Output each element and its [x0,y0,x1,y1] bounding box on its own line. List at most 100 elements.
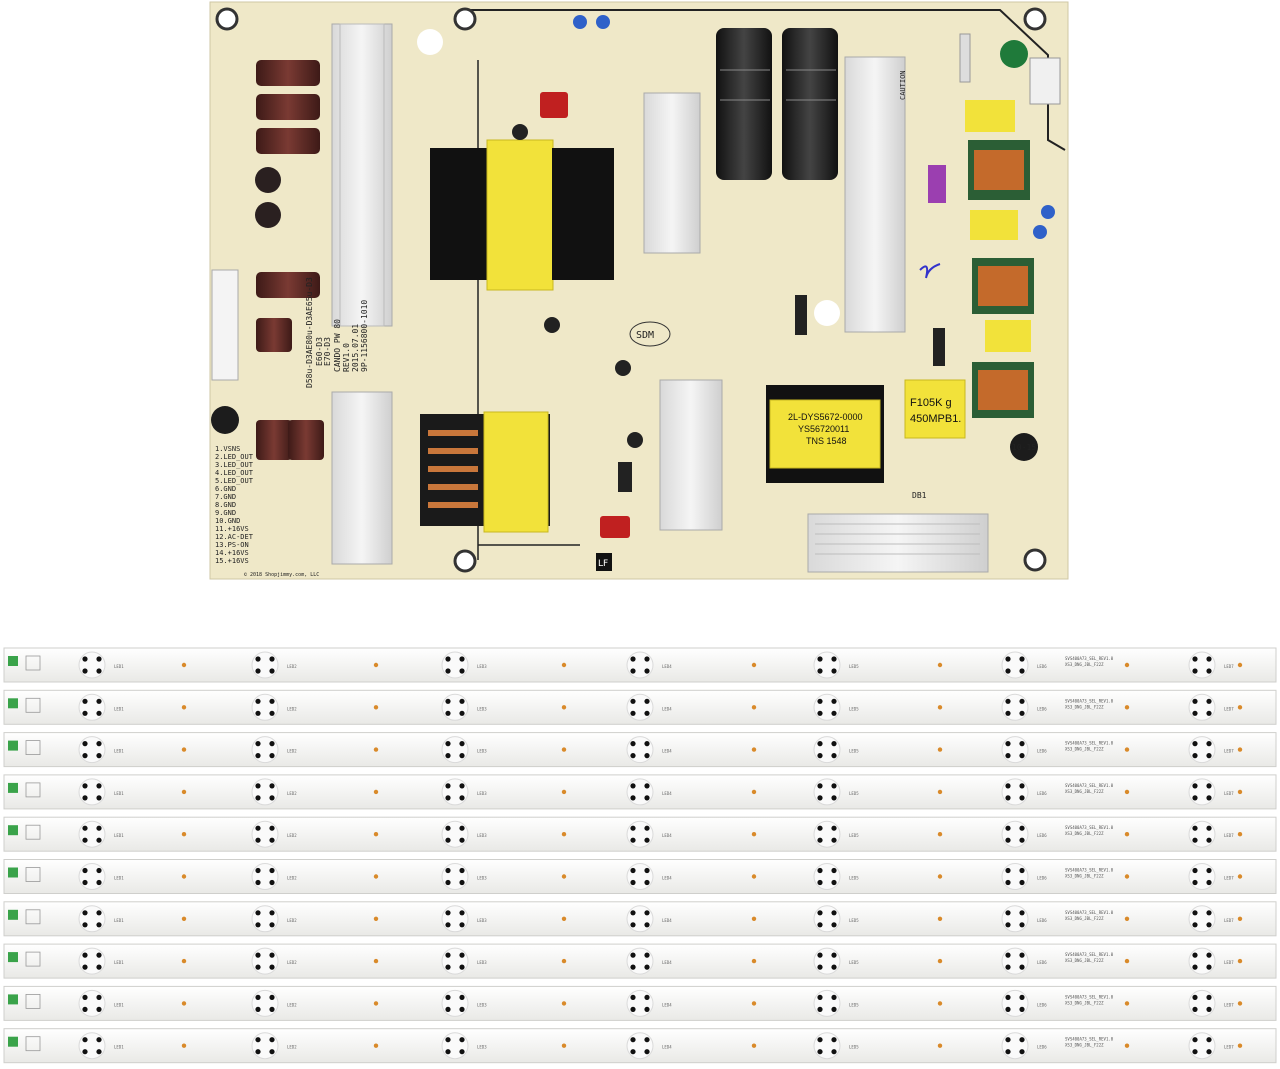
led-lens [251,820,279,848]
solder-pad [181,662,187,668]
transformer-sub-code: YS56720011 [798,424,849,434]
led-label: LED6 [1037,706,1047,711]
strip-part-code: SVS400A73_SEL_REV1.0 [1065,1037,1114,1042]
lf-text: LF [598,559,608,569]
led-lens [251,863,279,890]
strip-connector [8,698,18,709]
solder-pad [937,1001,943,1006]
transformer-lot: TNS 1548 [806,436,847,446]
solder-pad [181,916,187,921]
led-label: LED1 [114,791,124,796]
led-lens [813,651,841,679]
solder-pad [373,958,379,964]
led-lens [78,651,106,679]
led-lens [1001,863,1029,890]
ntc-label: 10-15 [1012,443,1036,452]
solder-pad [373,789,379,795]
strip-part-code-2: XS3_DNG_JBL_F22Z [1065,916,1104,921]
led-label: LED6 [1037,960,1047,965]
led-lens [626,947,654,975]
led-label: LED3 [477,1045,487,1050]
led-label: LED4 [662,918,672,923]
led-lens [813,1032,841,1060]
strip-part-code: SVS400A73_SEL_REV1.0 [1065,952,1114,957]
led-label: LED7 [1224,918,1234,923]
solder-pad [1124,874,1130,879]
led-lens [626,863,654,890]
strip-connector [8,825,18,836]
pin-label: 10.GND [215,517,240,525]
solder-pad [1237,958,1243,964]
strip-label-box [25,655,41,671]
led-lens [78,693,106,721]
solder-pad [561,662,567,668]
solder-pad [373,1043,379,1048]
led-label: LED7 [1224,833,1234,838]
led-label: LED6 [1037,918,1047,923]
board-model-code-small: E60-D3 [315,337,324,366]
solder-pad [1237,705,1243,710]
led-label: LED3 [477,876,487,881]
led-label: LED1 [114,706,124,711]
led-label: LED5 [849,664,859,669]
solder-pad [1124,747,1130,752]
marker-scribble [919,263,941,279]
led-lens [626,651,654,679]
led-label: LED1 [114,749,124,754]
strip-part-code: SVS400A73_SEL_REV1.0 [1065,868,1114,873]
strip-connector [8,782,18,793]
led-label: LED2 [287,918,297,923]
solder-pad [561,705,567,710]
led-lens [441,1032,469,1060]
strip-part-code: SVS400A73_SEL_REV1.0 [1065,656,1114,661]
led-lens [78,820,106,848]
solder-pad [181,832,187,837]
led-label: LED1 [114,664,124,669]
strip-part-code-2: XS3_DNG_JBL_F22Z [1065,1000,1104,1005]
solder-pad [937,662,943,668]
led-lens [1001,989,1029,1017]
led-lens [1001,651,1029,679]
led-label: LED1 [114,918,124,923]
strip-connector [8,867,18,878]
led-lens [1188,693,1216,721]
led-label: LED3 [477,960,487,965]
led-lens [78,905,106,933]
pin-label: 7.GND [215,493,236,501]
led-lens [251,947,279,975]
solder-pad [561,832,567,837]
pin-label: 14.+16VS [215,549,249,557]
secondary-transformer [420,411,550,533]
mounting-holes [215,7,1047,573]
led-label: LED1 [114,1002,124,1007]
led-lens [441,863,469,890]
strip-label-box [25,951,41,967]
solder-pad [1124,705,1130,710]
led-lens [626,989,654,1017]
solder-pad [1124,662,1130,668]
transformer-part-number: 2L-DYS5672-0000 [788,412,863,422]
model-line: REV1.0 [342,343,351,372]
led-lens [251,989,279,1017]
solder-pad [937,832,943,837]
led-lens [813,947,841,975]
led-lens [1001,947,1029,975]
solder-pad [561,789,567,795]
strip-part-code: SVS400A73_SEL_REV1.0 [1065,698,1114,703]
led-lens [78,778,106,806]
solder-pad [181,705,187,710]
strip-connector [8,909,18,920]
led-lens [813,863,841,890]
sdm-text: SDM [636,330,654,341]
led-label: LED7 [1224,706,1234,711]
led-label: LED5 [849,791,859,796]
led-lens [1001,905,1029,933]
main-transformer [430,139,614,291]
misc-components [211,15,1061,492]
led-lens [813,820,841,848]
led-lens [813,905,841,933]
power-board: 2L-DYS5672-0000 YS56720011 TNS 1548 F105… [209,1,1069,580]
pin-label: 5.LED_OUT [215,477,254,485]
